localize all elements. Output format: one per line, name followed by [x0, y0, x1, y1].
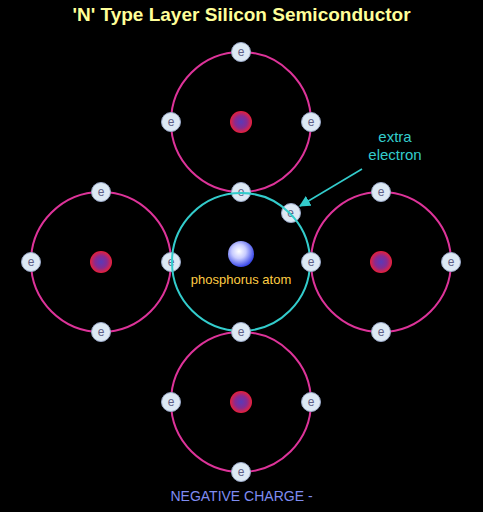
- atom-label: phosphorus atom: [173, 272, 309, 288]
- electron-symbol: e: [168, 396, 175, 408]
- electron: e: [301, 252, 321, 272]
- electron-symbol: e: [168, 116, 175, 128]
- electron: e: [301, 112, 321, 132]
- electron-symbol: e: [378, 326, 385, 338]
- electron: e: [231, 322, 251, 342]
- silicon-nucleus: [90, 251, 112, 273]
- electron: e: [161, 112, 181, 132]
- electron-symbol: e: [448, 256, 455, 268]
- electron-symbol: e: [98, 186, 105, 198]
- electron: e: [281, 203, 301, 223]
- silicon-nucleus: [370, 251, 392, 273]
- electron: e: [91, 182, 111, 202]
- electron: e: [371, 182, 391, 202]
- electron: e: [371, 322, 391, 342]
- silicon-nucleus: [230, 391, 252, 413]
- electron: e: [161, 392, 181, 412]
- electron-symbol: e: [378, 186, 385, 198]
- callout-label: extra electron: [355, 128, 435, 164]
- electron: e: [231, 462, 251, 482]
- phosphorus-nucleus: [228, 241, 254, 267]
- electron-symbol: e: [308, 116, 315, 128]
- electron: e: [21, 252, 41, 272]
- silicon-shell: [311, 192, 451, 332]
- electron-symbol: e: [28, 256, 35, 268]
- leader-arrow: [300, 169, 362, 206]
- title: 'N' Type Layer Silicon Semiconductor: [0, 4, 483, 27]
- electron-symbol: e: [98, 326, 105, 338]
- silicon-shell: [171, 332, 311, 472]
- electron-symbol: e: [308, 256, 315, 268]
- electron-symbol: e: [308, 396, 315, 408]
- silicon-shell: [31, 192, 171, 332]
- silicon-shell: [171, 52, 311, 192]
- electron: e: [231, 42, 251, 62]
- phosphorus-shell: phosphorus atom: [171, 192, 311, 332]
- electron: e: [301, 392, 321, 412]
- silicon-nucleus: [230, 111, 252, 133]
- electron: e: [441, 252, 461, 272]
- electron-symbol: e: [238, 326, 245, 338]
- electron: e: [91, 322, 111, 342]
- electron-symbol: e: [287, 207, 294, 219]
- charge-note: NEGATIVE CHARGE -: [0, 488, 483, 505]
- electron-symbol: e: [238, 46, 245, 58]
- electron-symbol: e: [238, 466, 245, 478]
